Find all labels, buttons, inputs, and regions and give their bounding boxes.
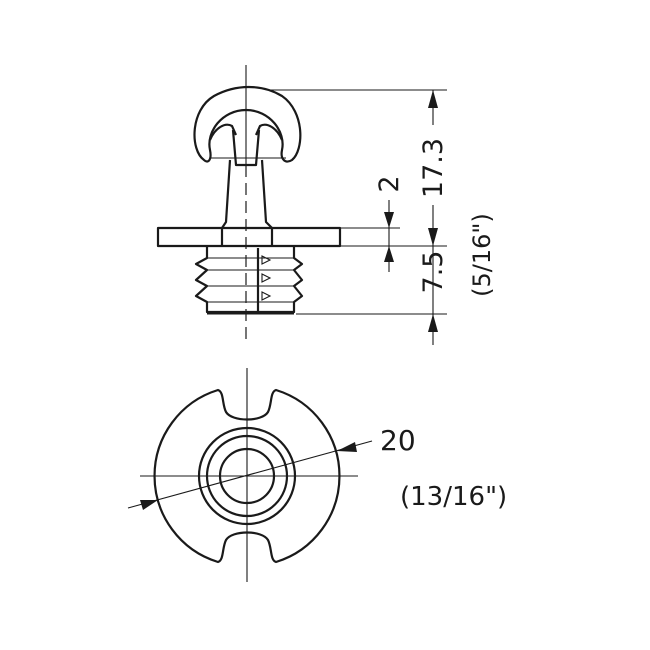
arrow-up bbox=[428, 90, 438, 108]
arrow-right bbox=[140, 500, 158, 510]
bottom-view: 20 (13/16") bbox=[127, 368, 507, 582]
diameter-line bbox=[127, 440, 373, 509]
dim-flange-thickness: 2 bbox=[374, 175, 405, 192]
dim-overall-height: 17.3 bbox=[418, 138, 449, 198]
side-view bbox=[156, 65, 342, 345]
flange bbox=[156, 226, 342, 248]
head-fingers bbox=[208, 123, 284, 141]
thread-lines bbox=[207, 257, 294, 303]
arrow-left bbox=[337, 442, 357, 452]
dim-thread-length: 7.5 bbox=[418, 251, 449, 294]
flange-outline bbox=[153, 388, 341, 564]
dim-diameter-inch: (13/16") bbox=[400, 482, 507, 512]
dim-thread-length-inch: (5/16") bbox=[468, 213, 496, 297]
dim-diameter: 20 bbox=[380, 424, 416, 457]
arrow-up bbox=[384, 246, 394, 262]
stem-slot bbox=[231, 129, 261, 167]
arrow-down bbox=[428, 228, 438, 246]
arrow-down bbox=[384, 212, 394, 228]
thread-slot-marks bbox=[261, 255, 272, 301]
arrow-up bbox=[428, 314, 438, 332]
side-dimensions: 17.3 2 7.5 (5/16") bbox=[270, 89, 496, 345]
head-cap bbox=[193, 86, 302, 163]
stem bbox=[221, 159, 273, 229]
